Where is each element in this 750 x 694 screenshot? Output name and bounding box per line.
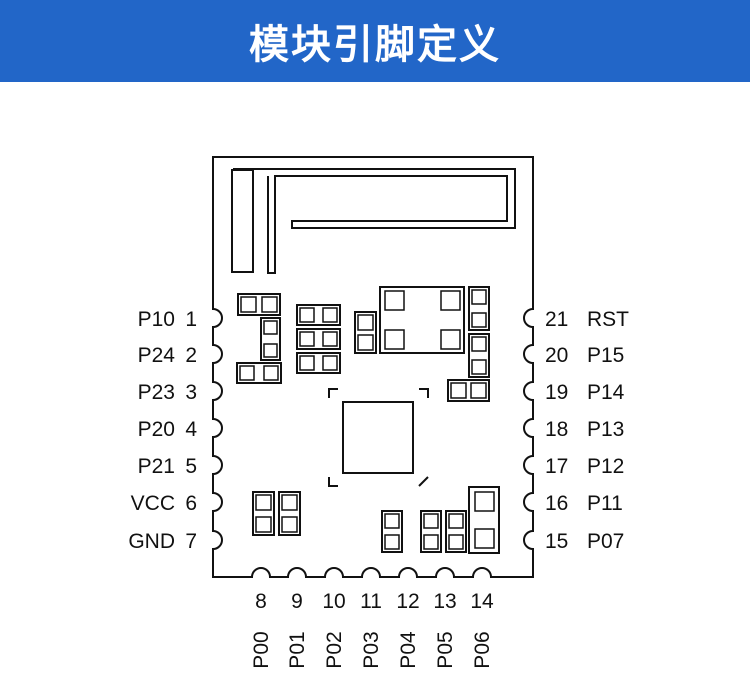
pin-number: 21	[545, 308, 568, 331]
pin-name: P06	[471, 631, 494, 668]
pin-name: P10	[138, 308, 175, 331]
pin-name: P04	[397, 631, 420, 669]
pin-number: 13	[433, 590, 456, 613]
pin-name: P21	[138, 455, 175, 478]
smd-component	[468, 286, 490, 331]
pin-name: P23	[138, 381, 175, 404]
smd-component	[296, 304, 341, 326]
components	[236, 286, 500, 554]
main-chip	[328, 388, 429, 487]
smd-component	[420, 510, 442, 553]
pin-number: 20	[545, 344, 568, 367]
pin-number: 2	[185, 344, 197, 367]
pin-number: 5	[185, 455, 197, 478]
smd-component	[252, 491, 275, 536]
smd-component	[445, 510, 467, 553]
smd-component	[278, 491, 301, 536]
pin-number: 1	[185, 308, 197, 331]
antenna	[231, 168, 516, 274]
pin-number: 17	[545, 455, 568, 478]
pin-name: RST	[587, 308, 629, 331]
pin-name: P01	[286, 631, 309, 668]
title-banner: 模块引脚定义	[0, 0, 750, 82]
pin-number: 12	[396, 590, 419, 613]
pin-number: 7	[185, 530, 197, 553]
pin-name: P20	[138, 418, 175, 441]
pin-number: 14	[470, 590, 494, 613]
smd-component	[296, 328, 341, 350]
pin-number: 6	[185, 492, 197, 515]
smd-component	[447, 379, 490, 402]
smd-component	[260, 317, 281, 361]
pin-name: P14	[587, 381, 625, 404]
large-capacitor	[468, 486, 500, 554]
smd-component	[354, 311, 377, 354]
pin-number: 16	[545, 492, 568, 515]
pin-number: 19	[545, 381, 568, 404]
pin-number: 8	[255, 590, 267, 613]
smd-component	[236, 362, 282, 384]
pin-name: P13	[587, 418, 624, 441]
page-title: 模块引脚定义	[249, 22, 501, 68]
pin-number: 4	[185, 418, 197, 441]
pin-name: GND	[128, 530, 175, 553]
pin-number: 10	[322, 590, 345, 613]
pin-number: 11	[360, 590, 382, 613]
smd-component	[381, 510, 403, 553]
pin-name: P07	[587, 530, 624, 553]
pin-number: 18	[545, 418, 568, 441]
pin-name: P24	[138, 344, 176, 367]
pin-name: P03	[360, 631, 383, 668]
pin-name: P12	[587, 455, 624, 478]
pin-name: P05	[434, 631, 457, 668]
pin-name: VCC	[131, 492, 175, 515]
smd-component	[237, 293, 281, 316]
pin-name: P15	[587, 344, 624, 367]
pin-name: P00	[250, 631, 273, 668]
pin-number: 15	[545, 530, 568, 553]
crystal-oscillator	[379, 286, 465, 354]
pin-number: 3	[185, 381, 197, 404]
pin-name: P02	[323, 631, 346, 668]
smd-component	[296, 352, 341, 374]
pin-name: P11	[587, 492, 623, 515]
smd-component	[468, 333, 490, 378]
module-outline	[212, 156, 534, 578]
pin-number: 9	[291, 590, 303, 613]
